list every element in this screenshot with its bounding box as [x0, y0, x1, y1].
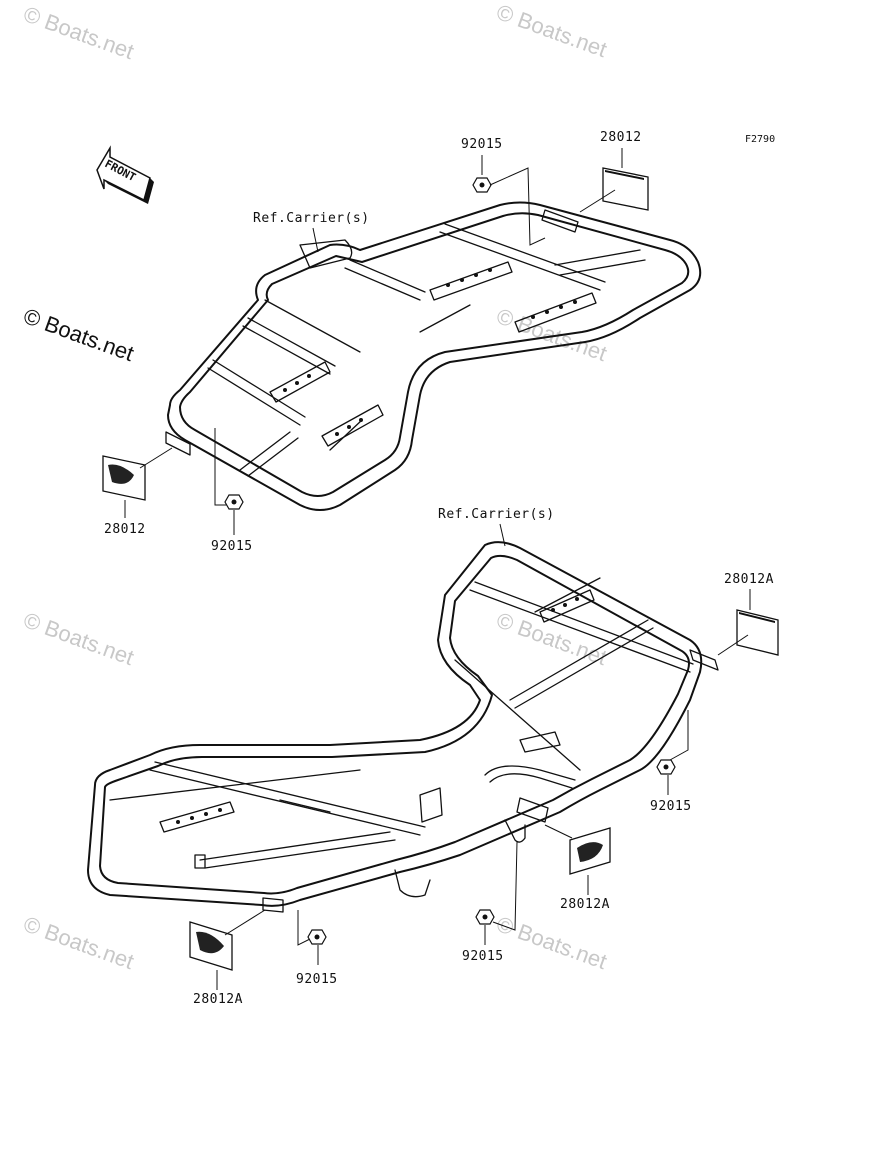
watermark: © Boats.net: [20, 911, 137, 974]
part-label-92015: 92015: [211, 539, 253, 554]
watermark: © Boats.net: [493, 0, 610, 62]
rear-carrier-callouts: Ref.Carrier(s) 28012A 92015 28012A 92015…: [189, 507, 779, 1007]
watermark: © Boats.net: [20, 607, 137, 670]
part-label-28012A: 28012A: [724, 572, 774, 587]
figure-code: F2790: [745, 134, 775, 145]
part-label-28012: 28012: [600, 130, 642, 145]
part-label-28012A: 28012A: [560, 897, 610, 912]
ref-carrier-label: Ref.Carrier(s): [438, 507, 555, 522]
watermark: © Boats.net: [493, 911, 610, 974]
part-label-92015: 92015: [650, 799, 692, 814]
watermark: © Boats.net: [493, 303, 610, 366]
part-label-28012A: 28012A: [193, 992, 243, 1007]
reflector-icon: [736, 609, 779, 656]
rear-carrier-frame: [87, 541, 719, 913]
watermark: © Boats.net: [20, 1, 137, 64]
watermark: © Boats.net: [20, 303, 137, 366]
front-carrier-frame: [165, 201, 702, 511]
front-carrier-callouts: 92015 28012 Ref.Carrier(s) 28012 92015: [102, 130, 649, 554]
ref-carrier-label: Ref.Carrier(s): [253, 211, 370, 226]
part-label-28012: 28012: [104, 522, 146, 537]
front-arrow-icon: FRONT: [96, 145, 154, 204]
part-label-92015: 92015: [296, 972, 338, 987]
watermark: © Boats.net: [493, 607, 610, 670]
part-label-92015: 92015: [461, 137, 503, 152]
part-label-92015: 92015: [462, 949, 504, 964]
